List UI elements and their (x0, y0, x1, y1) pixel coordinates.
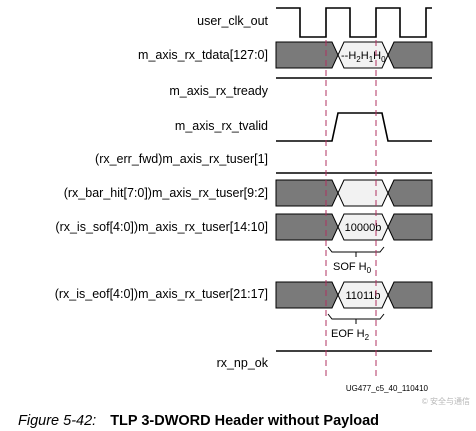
rx-is-sof-value-label: 10000b (345, 222, 382, 234)
rx-bar-hit-bus-waveform (275, 179, 433, 207)
signal-label-tready: m_axis_rx_tready (169, 84, 268, 98)
figure-id: UG477_c5_40_110410 (346, 384, 429, 393)
signal-label-tvalid: m_axis_rx_tvalid (175, 119, 268, 133)
signal-label-rx-bar-hit: (rx_bar_hit[7:0])m_axis_rx_tuser[9:2] (64, 186, 268, 200)
rx-is-eof-value-label: 11011b (345, 290, 380, 302)
rx-is-eof-bus-waveform (275, 281, 433, 309)
timing-diagram: user_clk_out m_axis_rx_tdata[127:0] m_ax… (55, 7, 470, 406)
figure-number: Figure 5-42: (18, 413, 97, 429)
signal-label-rx-is-eof: (rx_is_eof[4:0])m_axis_rx_tuser[21:17] (55, 287, 268, 301)
eof-annotation: EOF H2 (331, 328, 370, 342)
tdata-value-label: --H2H1H0 (341, 50, 386, 64)
clock-waveform (276, 7, 432, 38)
figure-caption: Figure 5-42: TLP 3-DWORD Header without P… (18, 413, 379, 429)
watermark: © 安全与通信 (422, 396, 470, 406)
figure-title: TLP 3-DWORD Header without Payload (110, 413, 380, 429)
sof-annotation: SOF H0 (333, 261, 372, 275)
tvalid-waveform (276, 112, 432, 142)
signal-label-rx-np-ok: rx_np_ok (217, 356, 269, 370)
signal-label-rx-err-fwd: (rx_err_fwd)m_axis_rx_tuser[1] (95, 152, 268, 166)
signal-label-user-clk-out: user_clk_out (197, 14, 268, 28)
signal-label-tdata: m_axis_rx_tdata[127:0] (138, 48, 268, 62)
signal-label-rx-is-sof: (rx_is_sof[4:0])m_axis_rx_tuser[14:10] (55, 220, 268, 234)
